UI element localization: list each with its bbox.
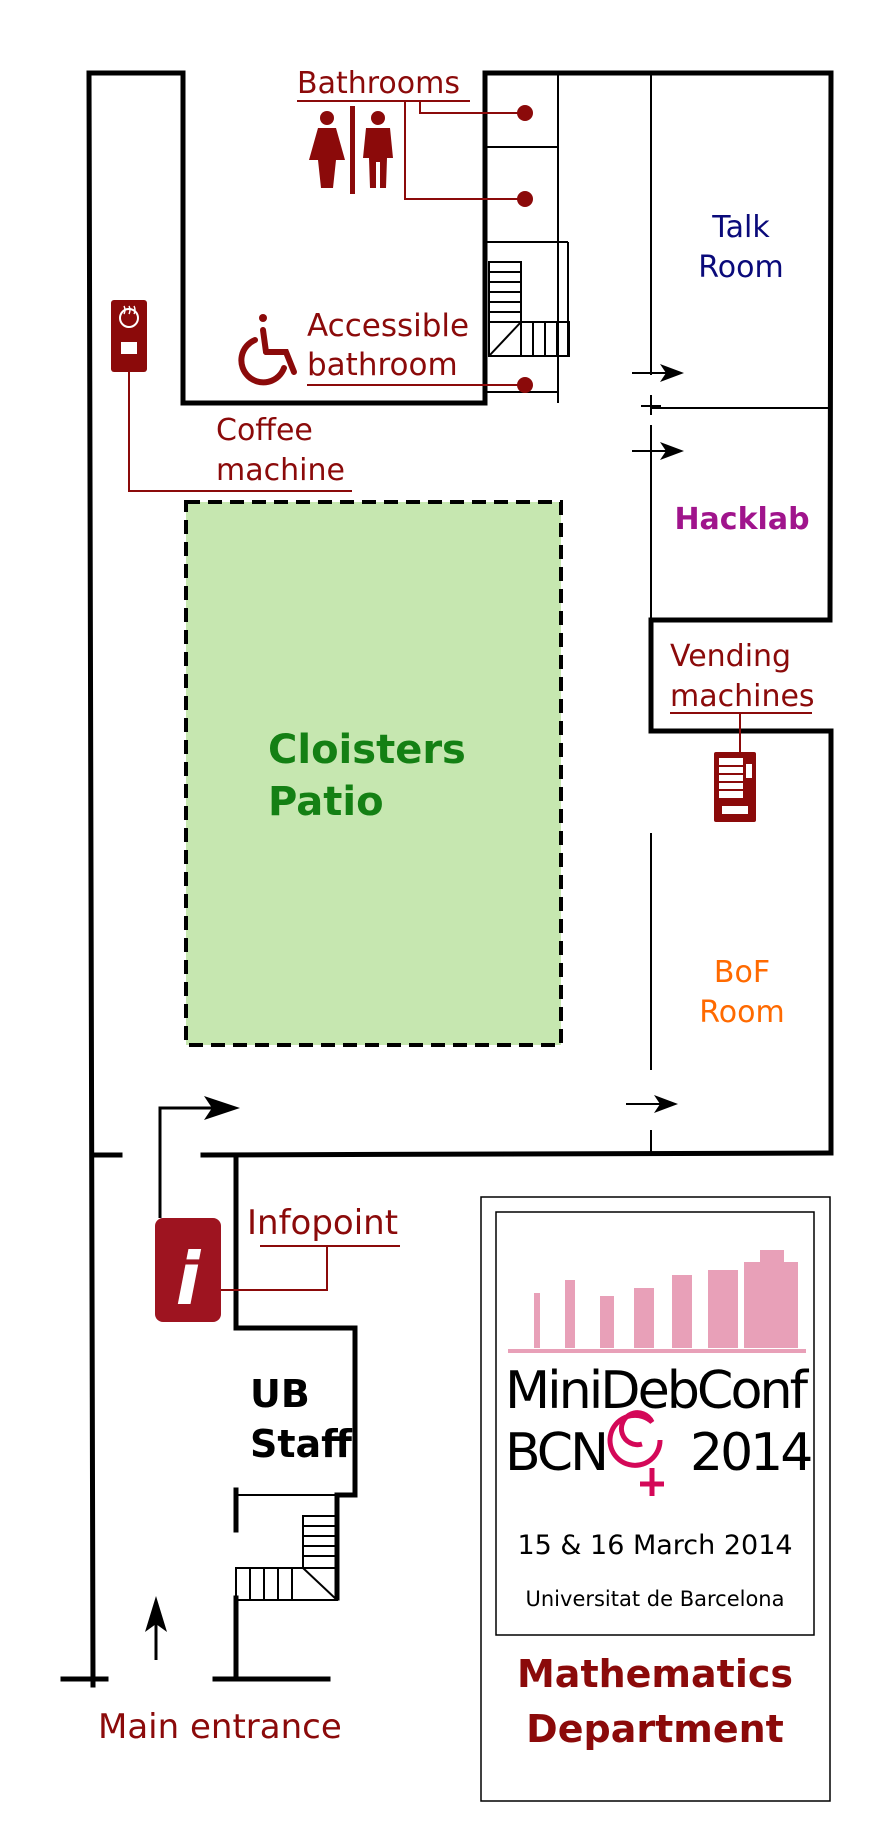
coffee-machine-label-line1: Coffee: [216, 413, 313, 448]
restroom-icon: [309, 106, 393, 194]
department-label-line2: Department: [526, 1707, 784, 1751]
cloisters-patio-area: [184, 500, 563, 1047]
city-skyline-art: [508, 1250, 806, 1353]
bof-room-label-line2: Room: [699, 995, 784, 1030]
cloisters-patio-label-line1: Cloisters: [268, 727, 466, 773]
minidebconf-poster: MiniDebConf BCN 2014 15 & 16 March 2014 …: [480, 1196, 831, 1802]
vending-machines-label-line2: machines: [670, 679, 815, 714]
bof-room-label-line1: BoF: [714, 955, 770, 990]
ub-staff-label-line1: UB: [250, 1372, 310, 1416]
talk-room-label-line1: Talk: [711, 210, 770, 245]
arrow-right-icon: [626, 1095, 678, 1113]
ub-staff-label-line2: Staff: [250, 1422, 353, 1466]
info-icon: i: [155, 1218, 221, 1322]
arrow-up-icon: [145, 1596, 167, 1660]
arrow-right-icon: [632, 442, 684, 460]
accessible-bathroom-label-line2: bathroom: [307, 347, 458, 383]
poster-title-line1: MiniDebConf: [505, 1361, 810, 1421]
cloisters-patio-label-line2: Patio: [268, 779, 384, 825]
direction-arrows: [145, 364, 684, 1660]
department-label-line1: Mathematics: [517, 1652, 793, 1696]
vending-machine-icon: [714, 752, 756, 822]
poster-venue: Universitat de Barcelona: [526, 1587, 785, 1611]
arrow-right-icon: [632, 364, 684, 382]
coffee-machine-label-line2: machine: [216, 453, 345, 488]
wheelchair-icon: [238, 314, 297, 386]
hacklab-label: Hacklab: [674, 502, 809, 537]
bathrooms-label: Bathrooms: [297, 66, 460, 101]
debian-swirl-icon: [607, 1410, 664, 1496]
accessible-bathroom-label-line1: Accessible: [307, 308, 469, 344]
poster-title-year: 2014: [690, 1423, 811, 1483]
staircase-upper: [488, 261, 570, 357]
staircase-lower: [235, 1515, 338, 1601]
coffee-machine-icon: [111, 300, 147, 372]
svg-text:i: i: [176, 1237, 202, 1321]
main-entrance-label: Main entrance: [98, 1707, 342, 1747]
talk-room-label-line2: Room: [698, 250, 783, 285]
poster-title-bcn: BCN: [505, 1423, 606, 1483]
infopoint-label: Infopoint: [247, 1203, 398, 1243]
interior-walls: [236, 73, 831, 1496]
vending-machines-label-line1: Vending: [670, 639, 791, 674]
poster-dates: 15 & 16 March 2014: [517, 1530, 792, 1561]
entrance-path-arrow-icon: [158, 1096, 240, 1218]
